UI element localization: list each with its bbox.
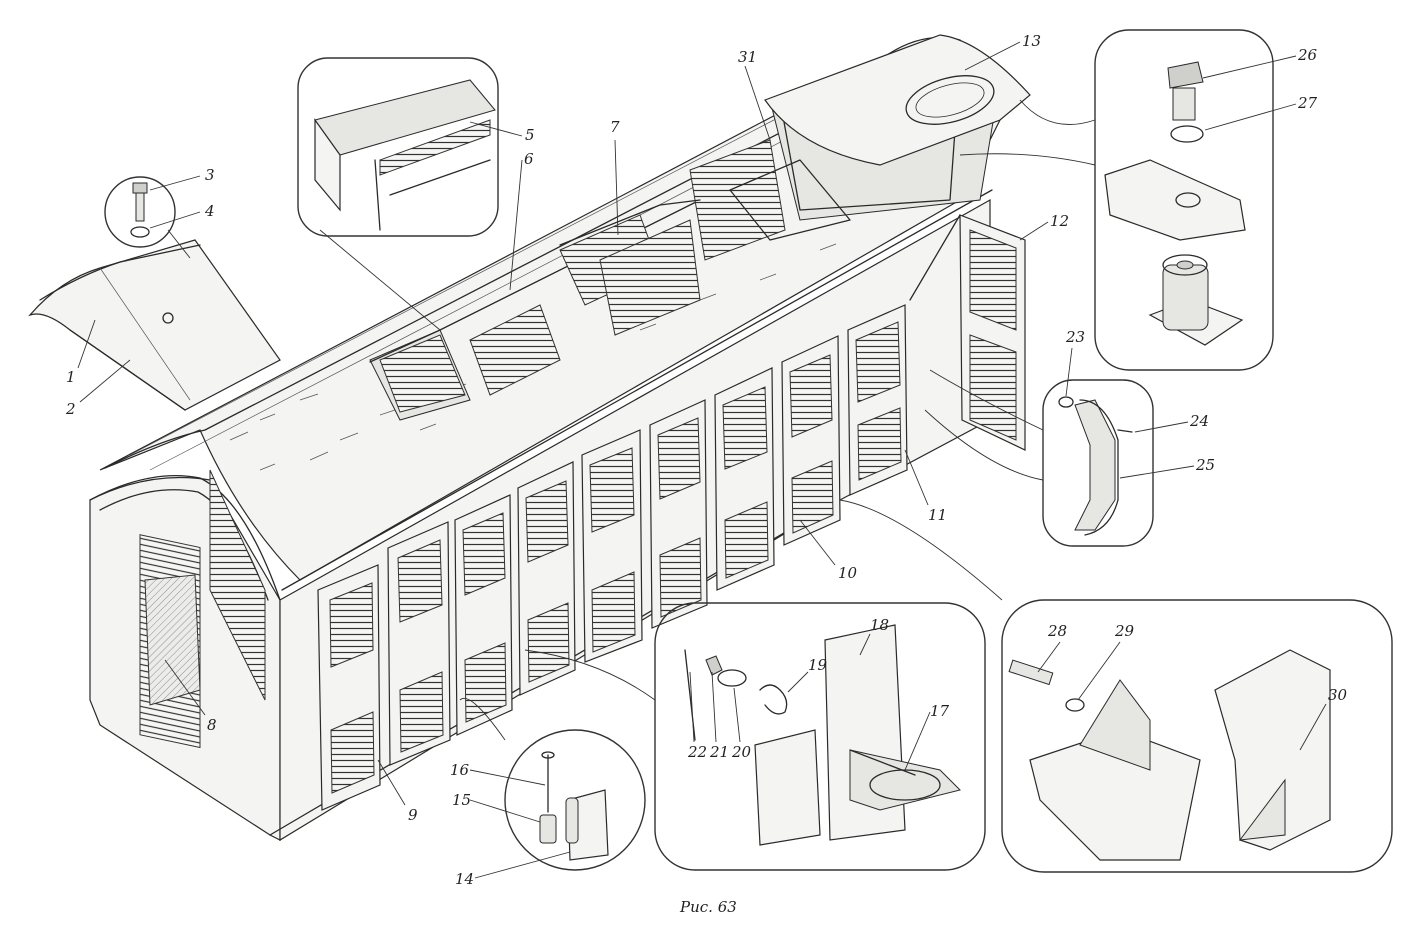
callout-31: 31 — [738, 48, 757, 66]
callout-7: 7 — [610, 118, 620, 136]
figure-caption: Рис. 63 — [679, 898, 737, 916]
door — [581, 429, 643, 663]
callout-20: 20 — [731, 743, 752, 761]
handle-inset — [924, 369, 1154, 547]
door — [454, 494, 513, 736]
callout-13: 13 — [1022, 32, 1041, 50]
callout-23: 23 — [1065, 328, 1085, 346]
side-doors — [317, 214, 1026, 811]
callout-30: 30 — [1328, 686, 1348, 704]
callout-3: 3 — [205, 166, 215, 184]
callout-29: 29 — [1114, 622, 1135, 640]
callout-labels: 1 2 3 4 5 6 7 8 9 10 11 12 13 14 15 16 1… — [65, 32, 1348, 888]
callout-11: 11 — [928, 506, 947, 524]
callout-15: 15 — [452, 791, 471, 809]
roof-cover — [28, 239, 281, 411]
callout-8: 8 — [207, 716, 217, 734]
callout-22: 22 — [687, 743, 707, 761]
callout-17: 17 — [930, 702, 950, 720]
callout-18: 18 — [870, 616, 889, 634]
callout-16: 16 — [450, 761, 470, 779]
latch-inset — [524, 602, 986, 871]
callout-9: 9 — [408, 806, 418, 824]
callout-10: 10 — [838, 564, 858, 582]
callout-21: 21 — [709, 743, 729, 761]
callout-2: 2 — [65, 400, 76, 418]
door — [847, 304, 908, 496]
callout-1: 1 — [66, 368, 76, 386]
callout-19: 19 — [808, 656, 828, 674]
bracket-inset — [839, 499, 1393, 873]
seal-detail-inset — [297, 57, 499, 331]
callout-4: 4 — [204, 202, 215, 220]
door — [781, 335, 841, 546]
callout-6: 6 — [524, 150, 534, 168]
callout-5: 5 — [525, 126, 535, 144]
bolt-detail — [104, 176, 191, 259]
callout-26: 26 — [1297, 46, 1318, 64]
callout-28: 28 — [1047, 622, 1067, 640]
door — [649, 399, 708, 629]
callout-27: 27 — [1297, 94, 1318, 112]
door — [517, 461, 576, 696]
callout-leaders — [77, 41, 1327, 879]
door — [387, 521, 451, 766]
door — [317, 564, 381, 811]
callout-25: 25 — [1195, 456, 1215, 474]
callout-24: 24 — [1189, 412, 1209, 430]
fastener-inset — [959, 29, 1274, 371]
door — [714, 367, 775, 591]
callout-12: 12 — [1050, 212, 1069, 230]
hinge-inset — [459, 698, 646, 871]
callout-14: 14 — [455, 870, 474, 888]
